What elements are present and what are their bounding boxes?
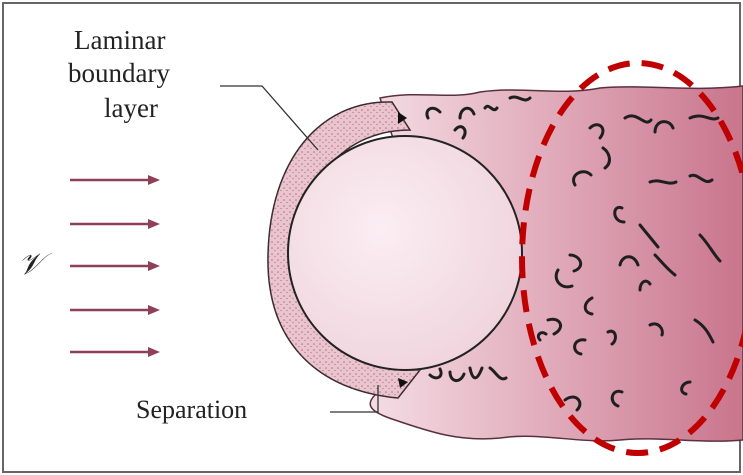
laminar-label-line-1: Laminar xyxy=(74,27,165,54)
cylinder xyxy=(288,136,522,370)
separation-label: Separation xyxy=(136,397,247,423)
arrow-right-icon xyxy=(70,175,160,185)
velocity-symbol: 𝒱 xyxy=(18,250,43,280)
arrow-right-icon xyxy=(70,261,160,271)
arrow-right-icon xyxy=(70,219,160,229)
arrow-right-icon xyxy=(70,347,160,357)
arrow-right-icon xyxy=(70,305,160,315)
laminar-label-line-2: boundary xyxy=(68,60,170,87)
flow-arrows xyxy=(70,175,160,357)
laminar-leader-line xyxy=(220,86,318,150)
laminar-label-line-3: layer xyxy=(104,95,158,122)
